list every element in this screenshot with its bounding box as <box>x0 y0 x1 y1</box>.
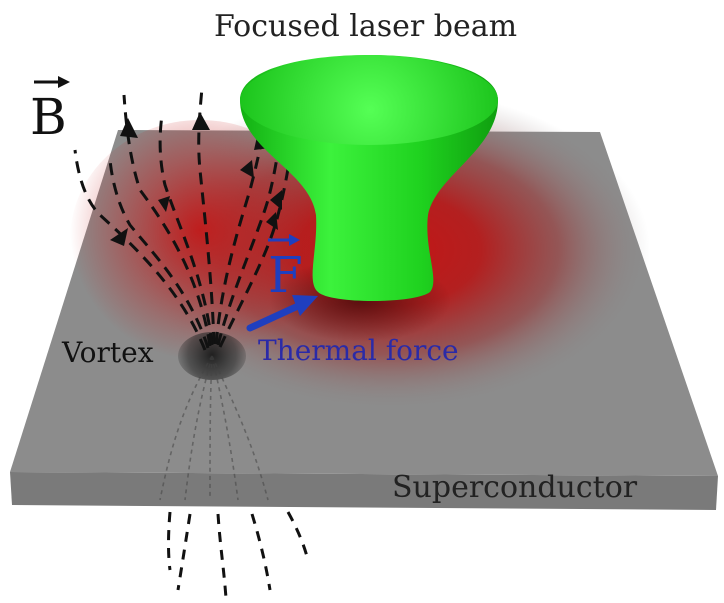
field-lines-inside <box>159 355 269 501</box>
f-vector-arrow-icon <box>268 234 300 246</box>
b-vector-arrow-icon <box>34 76 70 88</box>
laser-top <box>240 55 498 145</box>
b-field-label: B <box>30 88 67 146</box>
field-lines-below <box>167 511 310 599</box>
thermal-force-label: Thermal force <box>258 334 459 367</box>
thermal-force-arrow <box>246 295 318 332</box>
laser-beam-label: Focused laser beam <box>214 9 518 44</box>
superconductor-label: Superconductor <box>392 470 638 505</box>
force-label: F <box>268 246 303 304</box>
heat-glow-left <box>70 120 330 360</box>
vortex-label: Vortex <box>62 336 154 369</box>
